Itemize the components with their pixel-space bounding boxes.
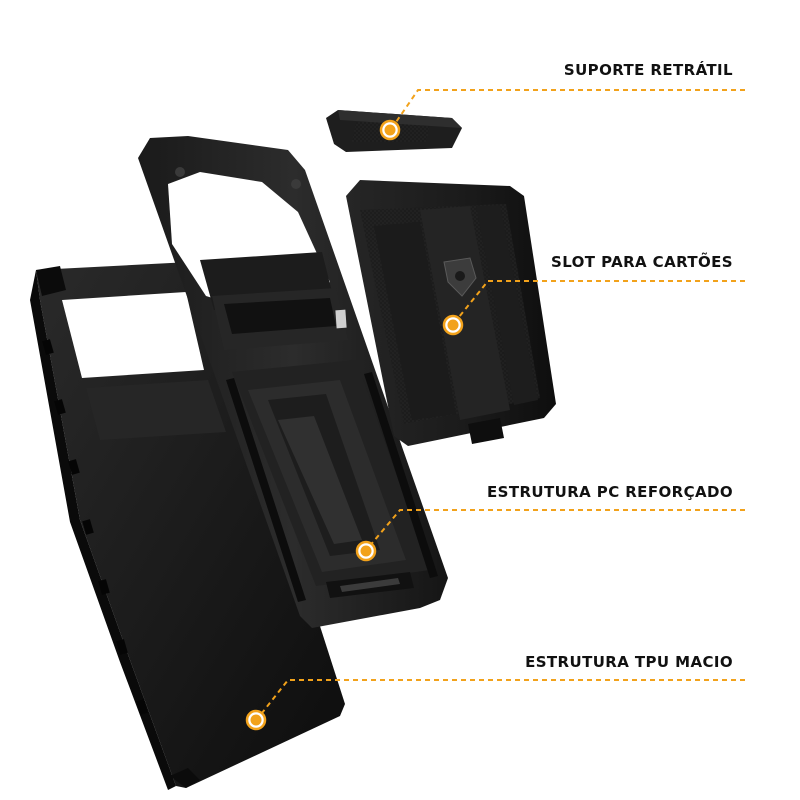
callout-label-suporte-retratil: SUPORTE RETRÁTIL xyxy=(563,61,733,79)
callout-leaders xyxy=(257,89,745,719)
callout-label-estrutura-tpu: ESTRUTURA TPU MACIO xyxy=(525,653,733,671)
card-holder xyxy=(346,180,556,446)
callout-dot-suporte-icon xyxy=(379,119,401,141)
callout-dot-slot-icon xyxy=(442,314,464,336)
callout-dot-tpu-icon xyxy=(245,709,267,731)
tpu-soft-case xyxy=(30,262,345,790)
callout-label-slot-para-cartoes: SLOT PARA CARTÕES xyxy=(551,253,733,271)
callout-label-estrutura-pc: ESTRUTURA PC REFORÇADO xyxy=(487,483,733,501)
gorila-shield-logo-icon xyxy=(443,257,477,297)
callout-dot-pc-icon xyxy=(355,540,377,562)
pc-hard-frame xyxy=(138,136,448,628)
